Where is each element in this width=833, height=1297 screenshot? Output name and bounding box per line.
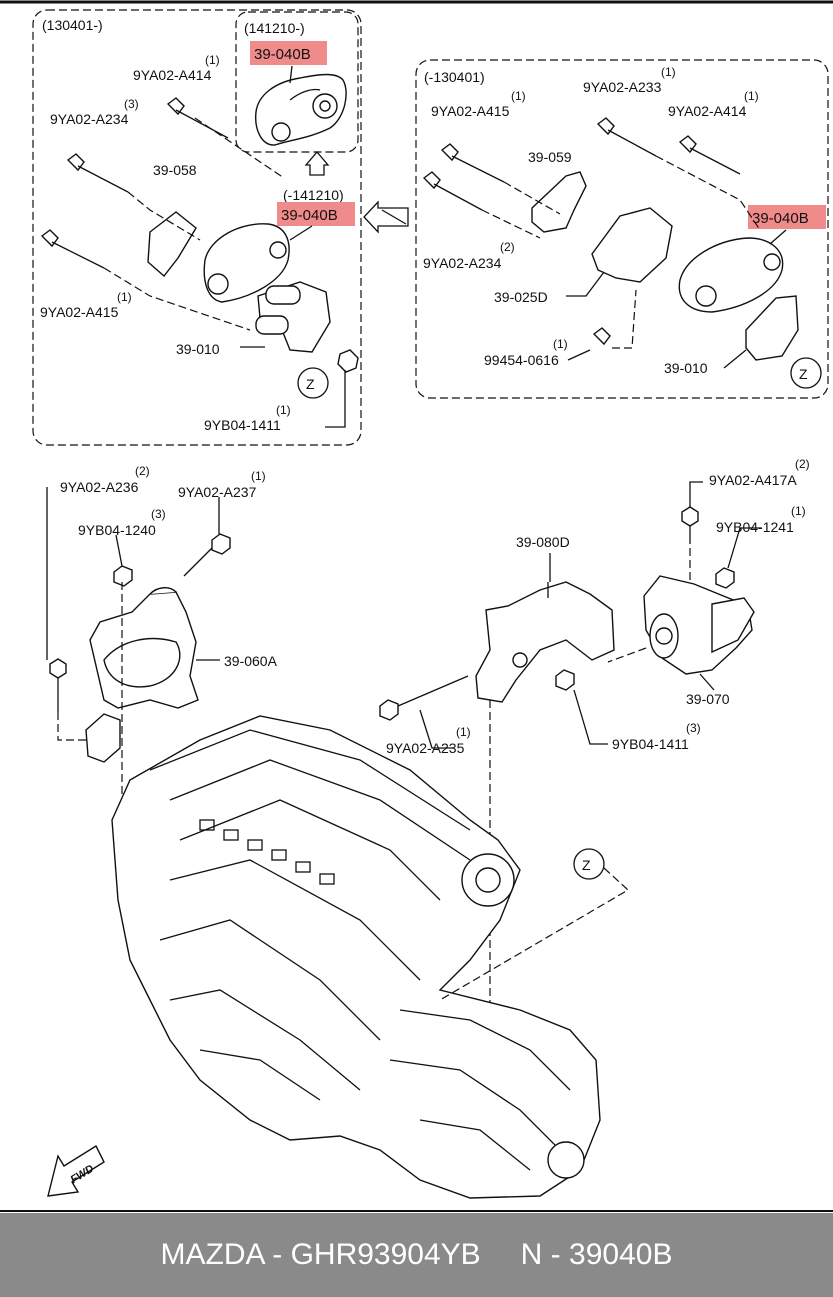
bracket-39-010-left	[255, 281, 331, 353]
bolt-a417a	[681, 506, 699, 544]
bolt-a415-left	[40, 229, 105, 269]
qty-a414-right: (1)	[744, 89, 759, 103]
label-39-025d: 39-025D	[494, 289, 548, 305]
bolt-a415-right	[440, 143, 505, 183]
footer-sep1: -	[263, 1238, 291, 1271]
qty-b1240: (3)	[151, 507, 166, 521]
footer-brand: MAZDA	[160, 1238, 264, 1271]
qty-a237: (1)	[251, 469, 266, 483]
engine-assembly	[111, 715, 601, 1199]
bolt-a233-right	[596, 117, 657, 157]
qty-a417a: (2)	[795, 457, 810, 471]
highlight-box-lower	[277, 202, 355, 226]
forward-arrow-icon: FWD	[47, 1144, 105, 1197]
nut-b1241	[715, 567, 735, 589]
inset-box	[235, 11, 359, 153]
qty-a415-right: (1)	[511, 89, 526, 103]
label-39-010-right: 39-010	[664, 360, 708, 376]
highlight-part-inset: 39-040B	[254, 46, 311, 63]
bolt-a414-left	[166, 97, 229, 139]
zone-marker-right: Z	[799, 366, 808, 382]
qty-a235: (1)	[456, 725, 471, 739]
footer-n-info: N - 39040B	[521, 1238, 673, 1272]
label-b1411-left: 9YB04-1411	[204, 417, 281, 433]
bolt-99454	[592, 327, 611, 346]
qty-99454: (1)	[553, 337, 568, 351]
label-39-010-left: 39-010	[176, 341, 220, 357]
label-a414-right: 9YA02-A414	[668, 103, 747, 119]
bracket-39-059	[531, 171, 587, 233]
label-99454: 99454-0616	[484, 352, 559, 368]
label-a234-left: 9YA02-A234	[50, 111, 129, 127]
footer-bar: MAZDA - GHR93904YB N - 39040B	[0, 1213, 833, 1297]
label-b1241: 9YB04-1241	[716, 519, 794, 535]
qty-b1411: (3)	[686, 721, 701, 735]
qty-a414-left: (1)	[205, 53, 220, 67]
bolt-a235	[379, 675, 469, 721]
footer-n-value: 39040B	[569, 1238, 673, 1271]
engine-mount-inset	[255, 65, 347, 146]
date-range-left: (130401-)	[42, 17, 103, 33]
highlight-box-right	[748, 205, 826, 229]
nut-b1411-main	[555, 669, 575, 691]
label-a415-right: 9YA02-A415	[431, 103, 510, 119]
label-39-059: 39-059	[528, 149, 572, 165]
label-a233-right: 9YA02-A233	[583, 79, 662, 95]
label-39-070: 39-070	[686, 691, 730, 707]
label-a417a: 9YA02-A417A	[709, 472, 797, 488]
bolt-a237	[183, 533, 231, 577]
label-39-060a: 39-060A	[224, 653, 278, 669]
zone-marker-main: Z	[582, 857, 591, 873]
highlight-part-right: 39-040B	[752, 210, 809, 227]
bolt-a234-right	[422, 171, 483, 211]
detail-box-left	[32, 9, 362, 446]
label-a415-left: 9YA02-A415	[40, 304, 119, 320]
qty-a234-left: (3)	[124, 97, 139, 111]
qty-b1411-left: (1)	[276, 403, 291, 417]
bracket-39-058	[147, 211, 197, 278]
label-a237: 9YA02-A237	[178, 484, 257, 500]
label-a235: 9YA02-A235	[386, 740, 465, 756]
highlight-part-lower: 39-040B	[281, 207, 338, 224]
engine-mount-lower	[203, 223, 290, 303]
bracket-39-010-right	[745, 295, 799, 361]
engine-mount-39-060a	[85, 587, 199, 763]
inset-date-range: (141210-)	[244, 20, 305, 36]
nut-b1411-left	[337, 349, 359, 373]
footer-part-info: MAZDA - GHR93904YB	[161, 1238, 481, 1272]
engine-mount-39-070	[643, 575, 755, 675]
qty-a236: (2)	[135, 464, 150, 478]
qty-a233-right: (1)	[661, 65, 676, 79]
bracket-39-080d	[475, 581, 615, 703]
highlight-box	[250, 41, 327, 65]
bolt-a236	[49, 658, 67, 712]
bolt-a414-right	[678, 135, 741, 175]
label-39-080d: 39-080D	[516, 534, 570, 550]
bracket-39-025d	[591, 207, 673, 283]
bolt-a234-left	[66, 153, 129, 193]
detail-box-right	[415, 59, 829, 399]
zone-marker-left: Z	[306, 376, 315, 392]
qty-a234-right: (2)	[500, 240, 515, 254]
qty-a415-left: (1)	[117, 290, 132, 304]
engine-mount-right	[678, 237, 784, 313]
footer-part-number: GHR93904YB	[290, 1238, 481, 1271]
lower-date-range: (-141210)	[283, 187, 344, 203]
label-a234-right: 9YA02-A234	[423, 255, 502, 271]
label-b1240: 9YB04-1240	[78, 522, 156, 538]
footer-sep2: -	[542, 1238, 570, 1271]
label-a414-left: 9YA02-A414	[133, 67, 212, 83]
footer-n-label: N	[520, 1238, 543, 1271]
nut-b1240	[113, 565, 133, 587]
qty-b1241: (1)	[791, 504, 806, 518]
label-39-058: 39-058	[153, 162, 197, 178]
label-b1411: 9YB04-1411	[612, 736, 689, 752]
label-a236: 9YA02-A236	[60, 479, 139, 495]
date-range-right: (-130401)	[424, 69, 485, 85]
